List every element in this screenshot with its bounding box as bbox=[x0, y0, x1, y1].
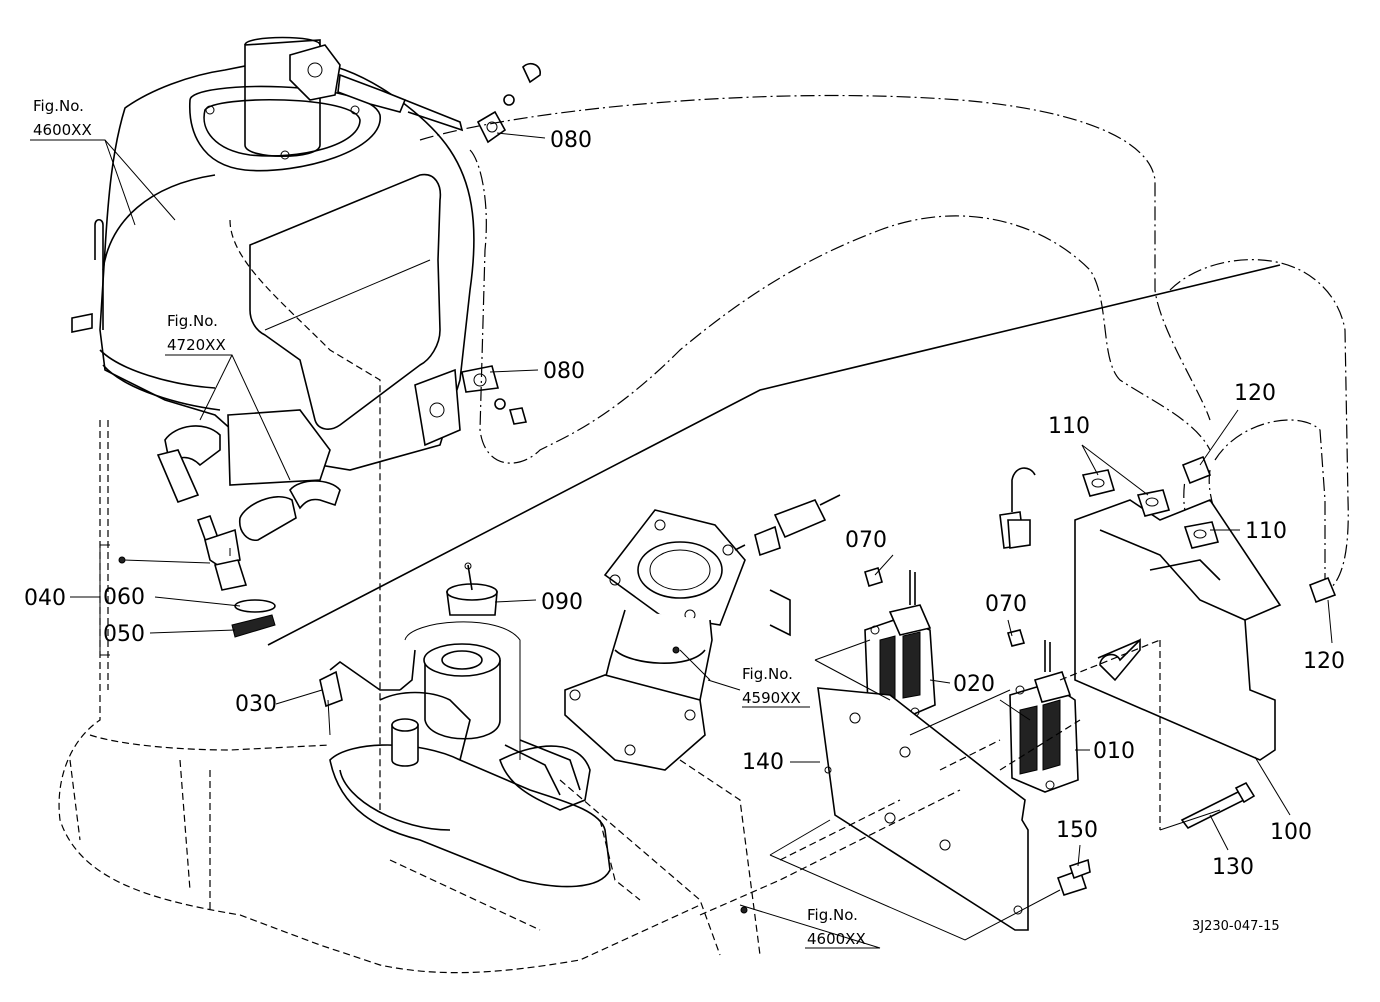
callout-090: 090 bbox=[541, 590, 583, 615]
callout-130: 130 bbox=[1212, 855, 1254, 880]
callout-120-bottom: 120 bbox=[1303, 649, 1345, 674]
drawing-code: 3J230-047-15 bbox=[1192, 919, 1280, 934]
assembly-lines bbox=[699, 639, 1221, 941]
callout-070-right: 070 bbox=[985, 592, 1027, 617]
callout-120-top: 120 bbox=[1234, 381, 1276, 406]
callout-100: 100 bbox=[1270, 820, 1312, 845]
screw-150 bbox=[1056, 858, 1091, 896]
callout-040: 040 bbox=[24, 586, 66, 611]
upper-sensor-and-clamp-080 bbox=[337, 63, 541, 425]
wiring-harness-dashed bbox=[419, 94, 1349, 596]
bracket-100 bbox=[1074, 499, 1282, 761]
fig-ref-2-title: Fig.No. bbox=[167, 312, 218, 330]
bolt-130 bbox=[1180, 781, 1256, 830]
callout-110-top: 110 bbox=[1048, 414, 1090, 439]
callout-020: 020 bbox=[953, 672, 995, 697]
fig-ref-4-title: Fig.No. bbox=[807, 906, 858, 924]
callout-110-right: 110 bbox=[1245, 519, 1287, 544]
leader-lines bbox=[30, 132, 1333, 949]
fig-ref-4-number: 4600XX bbox=[807, 930, 866, 948]
clips-110 bbox=[1081, 469, 1220, 549]
sensor-090 bbox=[446, 562, 498, 616]
fig-ref-3-number: 4590XX bbox=[742, 689, 801, 707]
callout-140: 140 bbox=[742, 750, 784, 775]
callout-080-top: 080 bbox=[550, 128, 592, 153]
callout-030: 030 bbox=[235, 692, 277, 717]
frame-outline-drawing bbox=[58, 219, 761, 974]
dpf-housing-drawing bbox=[71, 36, 475, 542]
sensor-module-010 bbox=[1009, 640, 1079, 793]
figure-references: Fig.No. 4600XX Fig.No. 4720XX Fig.No. 45… bbox=[33, 97, 866, 948]
fig-ref-1-number: 4600XX bbox=[33, 121, 92, 139]
long-leader-line bbox=[267, 264, 1281, 646]
outlet-pipe-drawing bbox=[564, 509, 791, 771]
callout-060: 060 bbox=[103, 585, 145, 610]
callout-150: 150 bbox=[1056, 818, 1098, 843]
callout-070-left: 070 bbox=[845, 528, 887, 553]
clamps-120 bbox=[1181, 455, 1337, 604]
oxygen-sensor-mid bbox=[734, 494, 841, 557]
callout-050: 050 bbox=[103, 622, 145, 647]
fig-ref-3-title: Fig.No. bbox=[742, 665, 793, 683]
callout-labels: 080 080 090 030 040 060 050 070 070 020 … bbox=[24, 128, 1345, 880]
temperature-sensor-030 bbox=[319, 649, 416, 736]
pressure-sensor-040-group bbox=[196, 514, 276, 638]
callout-080-mid: 080 bbox=[543, 359, 585, 384]
fig-ref-2-number: 4720XX bbox=[167, 336, 226, 354]
connector-plug bbox=[999, 467, 1036, 549]
fig-ref-1-title: Fig.No. bbox=[33, 97, 84, 115]
callout-010: 010 bbox=[1093, 739, 1135, 764]
